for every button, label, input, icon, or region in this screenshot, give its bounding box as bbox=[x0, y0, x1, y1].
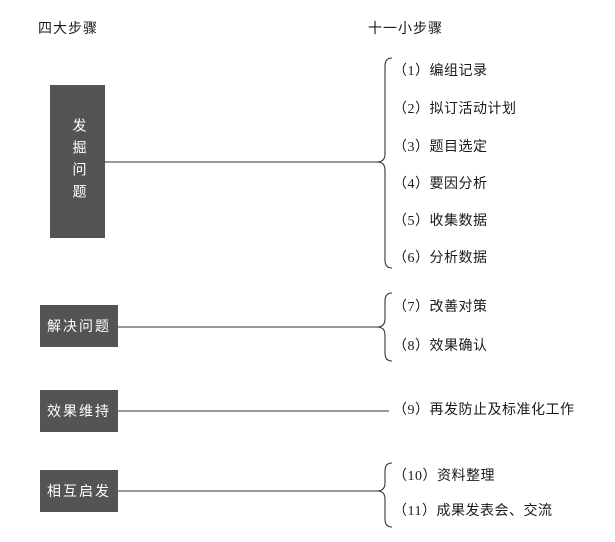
brace-group1 bbox=[376, 57, 393, 269]
step-item-6: （6）分析数据 bbox=[393, 251, 488, 266]
header-eleven-minor-steps: 十一小步骤 bbox=[368, 22, 443, 37]
brace-group2 bbox=[376, 292, 393, 362]
step-item-7: （7）改善对策 bbox=[393, 300, 488, 315]
step-box-mutual-inspiration: 相互启发 bbox=[40, 470, 118, 512]
step-item-1: （1）编组记录 bbox=[393, 64, 488, 79]
step-item-4: （4）要因分析 bbox=[393, 177, 488, 192]
step-box-solve-problems: 解决问题 bbox=[40, 305, 118, 347]
step-box-discover-problems: 发掘问题 bbox=[50, 85, 105, 238]
step-item-9: （9）再发防止及标准化工作 bbox=[393, 403, 575, 418]
step-item-10: （10）资料整理 bbox=[393, 469, 495, 484]
header-four-major-steps: 四大步骤 bbox=[38, 22, 98, 37]
step-item-8: （8）效果确认 bbox=[393, 339, 488, 354]
step-item-5: （5）收集数据 bbox=[393, 214, 488, 229]
step-item-3: （3）题目选定 bbox=[393, 140, 488, 155]
brace-group4 bbox=[376, 462, 393, 528]
step-box-maintain-results: 效果维持 bbox=[40, 390, 118, 432]
step-item-11: （11）成果发表会、交流 bbox=[393, 504, 553, 519]
step-item-2: （2）拟订活动计划 bbox=[393, 102, 517, 117]
